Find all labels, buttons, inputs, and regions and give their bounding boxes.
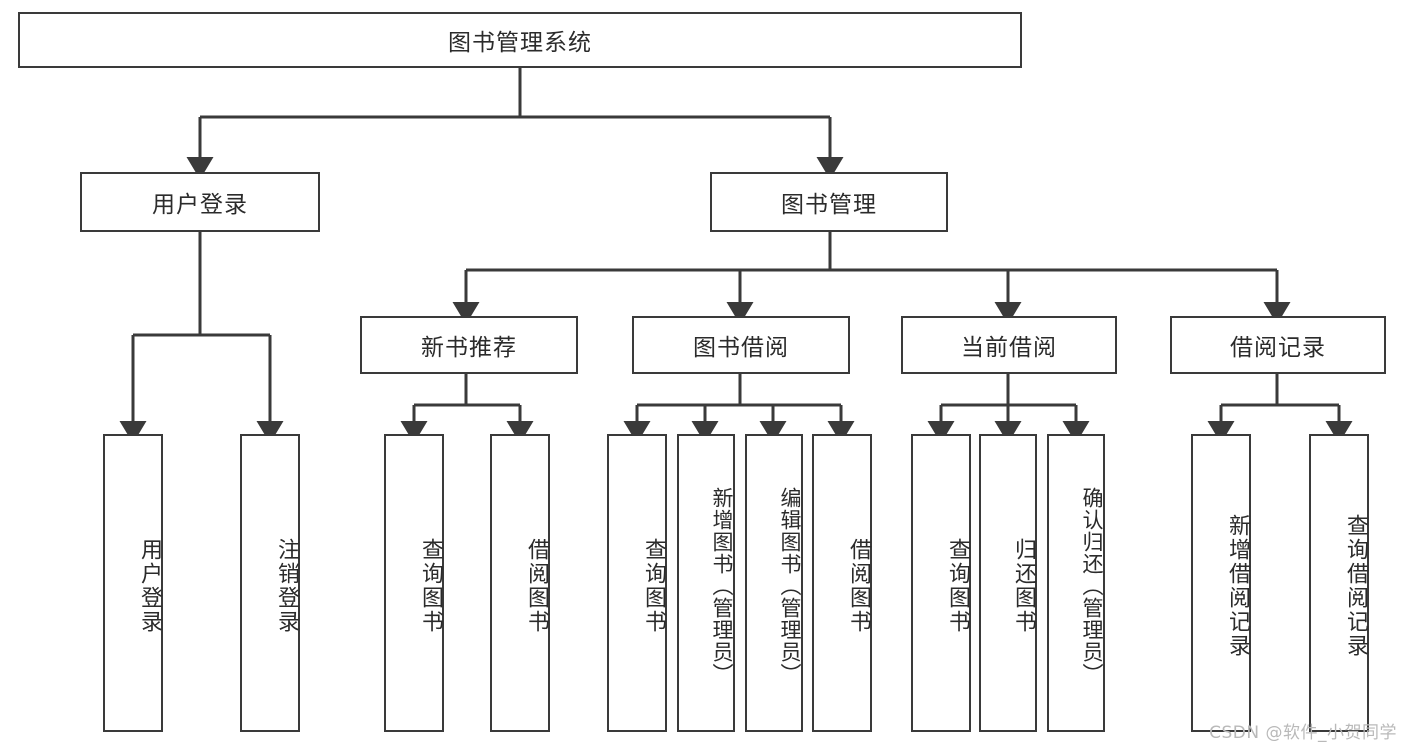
node-book-manage[interactable]: 图书管理 bbox=[710, 172, 948, 232]
leaf-borrow-book-2[interactable]: 借阅图书 bbox=[812, 434, 872, 732]
leaf-add-book[interactable]: 新增图书（管理员） bbox=[677, 434, 735, 732]
node-borrow-record-label: 借阅记录 bbox=[1230, 335, 1326, 361]
leaf-query-book-1-label: 查询图书 bbox=[418, 538, 443, 634]
node-book-manage-label: 图书管理 bbox=[781, 192, 877, 218]
leaf-return-book[interactable]: 归还图书 bbox=[979, 434, 1037, 732]
node-borrow-record[interactable]: 借阅记录 bbox=[1170, 316, 1386, 374]
leaf-edit-book[interactable]: 编辑图书（管理员） bbox=[745, 434, 803, 732]
leaf-borrow-book-1[interactable]: 借阅图书 bbox=[490, 434, 550, 732]
leaf-query-book-2[interactable]: 查询图书 bbox=[607, 434, 667, 732]
watermark-text: CSDN @软件_小贺同学 bbox=[1209, 723, 1397, 743]
node-current-borrow-label: 当前借阅 bbox=[961, 335, 1057, 361]
leaf-logout-login[interactable]: 注销登录 bbox=[240, 434, 300, 732]
leaf-query-book-3-label: 查询图书 bbox=[945, 538, 970, 634]
leaf-add-record[interactable]: 新增借阅记录 bbox=[1191, 434, 1251, 732]
node-root-label: 图书管理系统 bbox=[448, 30, 592, 56]
node-root[interactable]: 图书管理系统 bbox=[18, 12, 1022, 68]
leaf-query-book-2-label: 查询图书 bbox=[641, 538, 666, 634]
leaf-user-login-label: 用户登录 bbox=[137, 538, 162, 634]
node-current-borrow[interactable]: 当前借阅 bbox=[901, 316, 1117, 374]
node-book-borrow[interactable]: 图书借阅 bbox=[632, 316, 850, 374]
leaf-query-record-label: 查询借阅记录 bbox=[1343, 514, 1368, 658]
leaf-query-record[interactable]: 查询借阅记录 bbox=[1309, 434, 1369, 732]
node-new-book-recommend[interactable]: 新书推荐 bbox=[360, 316, 578, 374]
leaf-borrow-book-1-label: 借阅图书 bbox=[524, 538, 549, 634]
leaf-confirm-return[interactable]: 确认归还（管理员） bbox=[1047, 434, 1105, 732]
node-user-login-label: 用户登录 bbox=[152, 192, 248, 218]
leaf-add-book-label: 新增图书（管理员） bbox=[710, 487, 734, 685]
node-book-borrow-label: 图书借阅 bbox=[693, 335, 789, 361]
leaf-confirm-return-label: 确认归还（管理员） bbox=[1080, 487, 1104, 685]
leaf-return-book-label: 归还图书 bbox=[1011, 538, 1036, 634]
leaf-query-book-3[interactable]: 查询图书 bbox=[911, 434, 971, 732]
leaf-user-login[interactable]: 用户登录 bbox=[103, 434, 163, 732]
leaf-logout-login-label: 注销登录 bbox=[274, 538, 299, 634]
leaf-edit-book-label: 编辑图书（管理员） bbox=[778, 487, 802, 685]
leaf-add-record-label: 新增借阅记录 bbox=[1225, 514, 1250, 658]
leaf-query-book-1[interactable]: 查询图书 bbox=[384, 434, 444, 732]
node-user-login[interactable]: 用户登录 bbox=[80, 172, 320, 232]
node-new-book-recommend-label: 新书推荐 bbox=[421, 335, 517, 361]
leaf-borrow-book-2-label: 借阅图书 bbox=[846, 538, 871, 634]
